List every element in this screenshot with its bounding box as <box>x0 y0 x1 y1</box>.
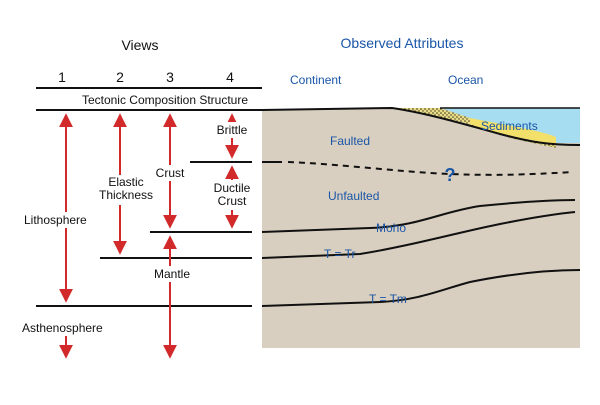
ductile-crust-label: Crust <box>218 194 247 208</box>
moho-label: Moho <box>376 221 406 235</box>
observed-attributes-header: Observed Attributes <box>341 35 464 51</box>
t-tr-label: T = Tr <box>324 247 355 261</box>
thickness-label: Thickness <box>99 188 153 202</box>
sediment-highlight <box>470 118 556 144</box>
surface-line <box>261 106 581 146</box>
mantle-label-bg <box>150 266 198 282</box>
lithosphere-label: Lithosphere <box>24 213 87 227</box>
sediments-label: Sediments <box>481 119 538 133</box>
continent-label: Continent <box>290 73 342 87</box>
earth-cross-section <box>262 108 580 348</box>
crust-label: Crust <box>156 166 185 180</box>
crust-label-bg <box>150 165 190 181</box>
view-number-1: 1 <box>58 69 66 85</box>
moho-line <box>261 199 576 233</box>
ductile-label-bg <box>208 180 256 210</box>
brittle-ductile-dashed-line <box>287 161 573 176</box>
view-number-3: 3 <box>166 69 174 85</box>
elastic-label-bg <box>96 175 156 205</box>
t-tr-isotherm <box>261 211 576 259</box>
brittle-label: Brittle <box>217 123 248 137</box>
question-mark: ? <box>445 165 456 185</box>
faulted-label: Faulted <box>330 134 370 148</box>
ductile-label: Ductile <box>214 181 251 195</box>
t-tm-isotherm <box>261 269 581 307</box>
ocean-label: Ocean <box>448 73 483 87</box>
elastic-label: Elastic <box>108 175 143 189</box>
brittle-label-bg <box>210 122 254 138</box>
views-header: Views <box>121 37 158 53</box>
unfaulted-label: Unfaulted <box>328 189 379 203</box>
asthenosphere-label: Asthenosphere <box>22 321 103 335</box>
tectonic-composition-structure-header: Tectonic Composition Structure <box>82 93 248 107</box>
view-number-2: 2 <box>116 69 124 85</box>
lithosphere-label-bg <box>16 212 100 228</box>
t-tm-label: T = Tm <box>369 292 407 306</box>
mantle-label: Mantle <box>154 267 190 281</box>
view-number-4: 4 <box>226 69 234 85</box>
